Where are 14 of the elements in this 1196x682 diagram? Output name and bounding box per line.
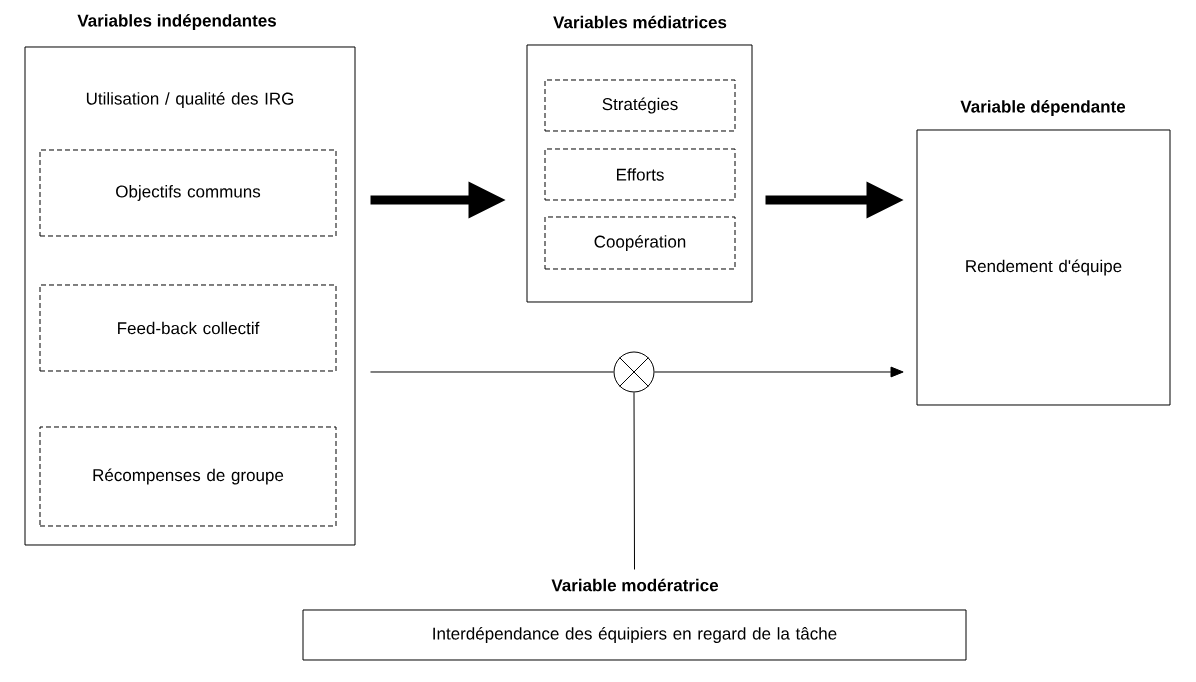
box: Rendement d'équipe	[916, 129, 1171, 406]
dashed-box: Stratégies	[544, 79, 736, 132]
multiply-circle	[613, 351, 655, 393]
column-heading: Variables indépendantes	[77, 14, 276, 30]
dashed-box: Feed-back collectif	[39, 284, 337, 372]
section-heading: Variable modératrice	[551, 578, 719, 592]
column-heading: Variable dépendante	[960, 100, 1126, 116]
box: Interdépendance des équipiers en regard de la tâche	[302, 609, 967, 661]
dashed-box: Coopération	[544, 216, 736, 270]
column-heading: Variables médiatrices	[553, 15, 727, 29]
dashed-box: Efforts	[544, 148, 736, 201]
dashed-box: Objectifs communs	[39, 149, 337, 237]
arrow	[654, 366, 904, 378]
dashed-box: Récompenses de groupe	[39, 426, 337, 527]
